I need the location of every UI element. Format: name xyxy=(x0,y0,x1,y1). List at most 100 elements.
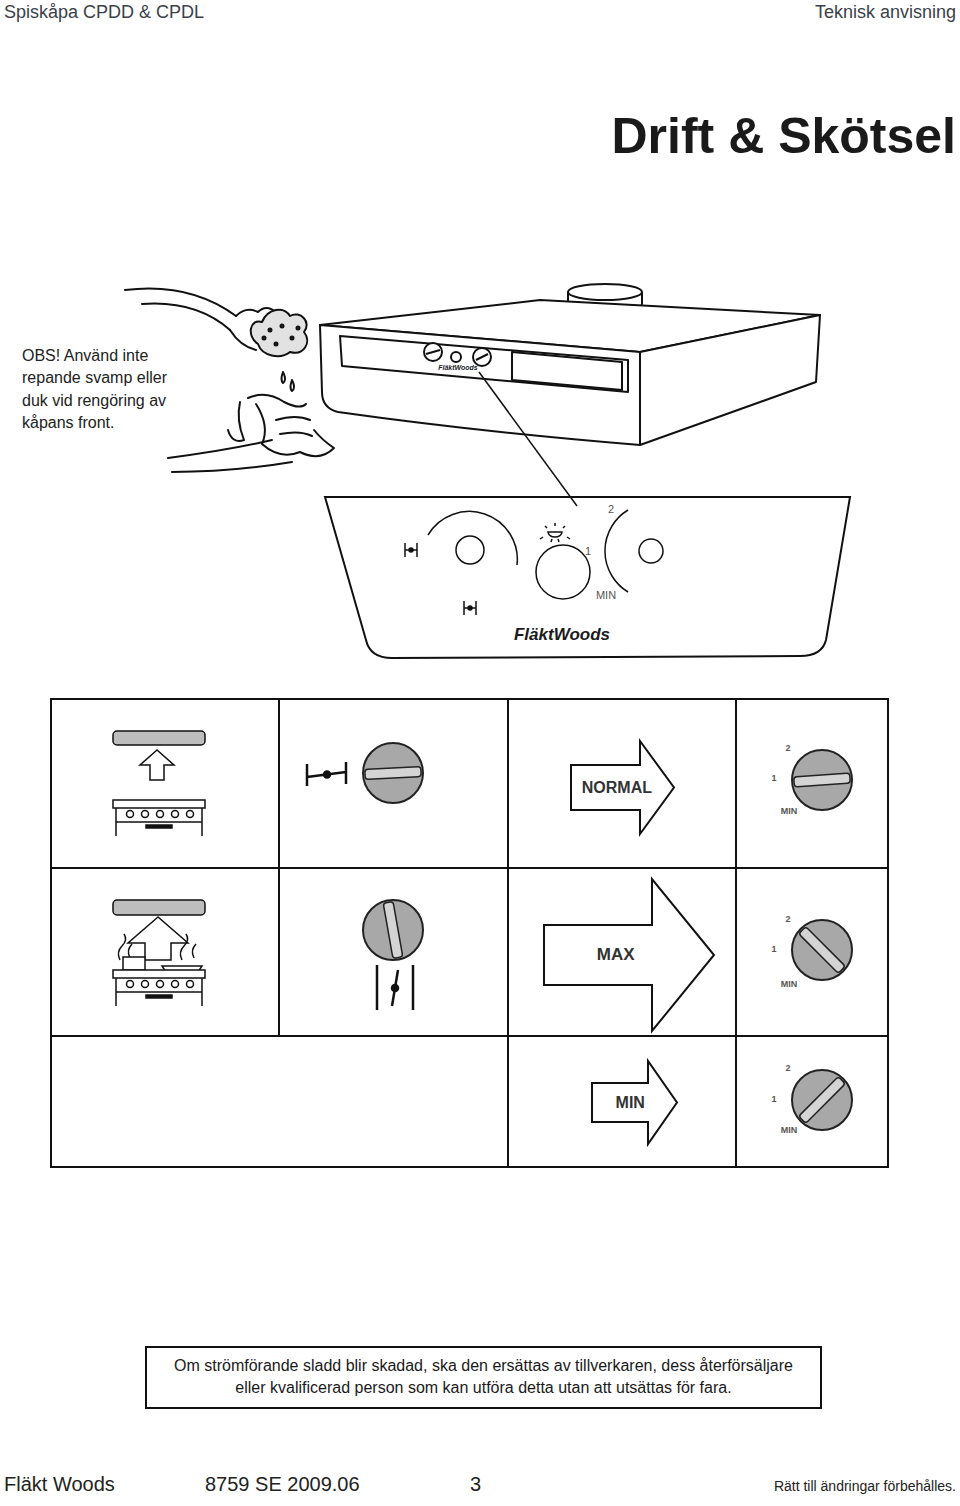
header-text: Spiskåpa CPDD & CPDL xyxy=(4,2,204,24)
control-panel-part xyxy=(325,497,850,658)
hood-stove-icon-part xyxy=(113,800,205,808)
footer-text: Rätt till ändringar förbehålles. xyxy=(774,1478,956,1495)
brand-logo: FläktWoods xyxy=(514,625,610,645)
hood-stove-icon-part-part xyxy=(127,811,134,818)
dial-mark: 2 xyxy=(785,914,790,925)
notice-text: Om strömförande sladd blir skadad, ska d… xyxy=(159,1355,808,1400)
control-panel-part xyxy=(428,511,517,565)
hood-stove-icon-part xyxy=(113,731,205,745)
dial-mark: MIN xyxy=(781,979,798,990)
hood-stove-icon-part xyxy=(146,825,172,828)
control-panel-part xyxy=(405,543,417,557)
hood-stove-icon-part-part xyxy=(187,811,194,818)
dial-mark: MIN xyxy=(781,1125,798,1136)
hands-illustration-part xyxy=(248,395,312,436)
control-panel-part xyxy=(540,523,570,542)
control-panel-part xyxy=(605,510,628,592)
hood-stove-icon-part xyxy=(140,750,174,780)
hood-stove-icon-part-part xyxy=(157,811,164,818)
dial-part xyxy=(363,743,423,803)
hood-illustration-part xyxy=(424,343,491,366)
table-grid-part xyxy=(51,699,888,1167)
hood-illustration-part-part xyxy=(451,352,461,362)
dial-mark: 2 xyxy=(785,743,790,754)
arrow-shape: MAX xyxy=(543,878,715,1032)
dial-part xyxy=(792,920,852,980)
switch-symbol-part xyxy=(307,762,346,786)
table-grid xyxy=(51,699,888,1167)
hood-stove-icon-part-part xyxy=(172,981,179,988)
hood-stove-icon-part xyxy=(113,970,205,978)
hood-illustration-part xyxy=(640,315,820,445)
dial-mark: 2 xyxy=(785,1063,790,1074)
hands-illustration-part xyxy=(291,380,295,391)
dial-mark: 1 xyxy=(771,1094,776,1105)
switch-symbol xyxy=(377,965,413,1010)
table-grid-part xyxy=(51,868,888,1036)
dial-mark: 1 xyxy=(585,545,591,558)
hood-stove-icon-part-part xyxy=(187,981,194,988)
control-panel-part xyxy=(536,545,590,599)
leader-line xyxy=(479,372,577,506)
hood-stove-icon-part-part xyxy=(157,981,164,988)
hood-illustration xyxy=(320,284,820,506)
arrow-label: MIN xyxy=(616,1093,645,1112)
hands-illustration-part xyxy=(297,327,300,330)
hood-illustration-part xyxy=(426,350,488,360)
dial xyxy=(792,1070,852,1130)
hands-illustration-part xyxy=(168,440,272,458)
dial-mark: MIN xyxy=(781,806,798,817)
hands-illustration-part xyxy=(282,372,286,383)
hood-stove-icon-part xyxy=(127,981,194,988)
dial-part xyxy=(363,900,423,960)
hands-illustration-part xyxy=(256,404,334,456)
switch-symbol xyxy=(307,762,346,786)
arrow-label: MAX xyxy=(597,945,635,965)
switch-symbol-part xyxy=(377,965,413,1010)
control-panel-part xyxy=(409,548,413,552)
dial xyxy=(792,750,852,810)
dial-part xyxy=(383,902,403,959)
hood-stove-icon-part xyxy=(118,934,196,960)
hood-stove-icon-part xyxy=(113,900,205,915)
dial-mark: 2 xyxy=(608,503,614,516)
control-panel-part xyxy=(639,539,663,563)
control-panel-part xyxy=(456,536,484,564)
hood-stove-icon-part-part xyxy=(127,981,134,988)
switch-symbol-part xyxy=(392,985,398,991)
hood-stove-icon-part xyxy=(123,957,145,970)
hands-illustration-part xyxy=(269,329,272,332)
dial-part xyxy=(794,773,851,787)
dial-part xyxy=(799,927,846,974)
arrow-label: NORMAL xyxy=(582,778,652,797)
footer-text: 8759 SE 2009.06 xyxy=(205,1472,360,1496)
hood-stove-icon xyxy=(113,900,205,1006)
dial-mark: MIN xyxy=(596,589,616,602)
notice-box: Om strömförande sladd blir skadad, ska d… xyxy=(145,1346,822,1409)
control-panel xyxy=(325,497,850,658)
hood-stove-icon-part-part xyxy=(172,811,179,818)
dial xyxy=(363,900,423,960)
control-panel-part xyxy=(548,532,562,537)
hands-illustration-part xyxy=(291,337,294,340)
header-text: Teknisk anvisning xyxy=(815,2,956,24)
hands-illustration-part xyxy=(172,462,292,472)
page-title: Drift & Skötsel xyxy=(611,106,956,166)
hood-stove-icon-part xyxy=(116,808,202,836)
control-panel-part xyxy=(468,606,472,610)
arrow-outline-path xyxy=(544,879,714,1031)
dial-part xyxy=(365,767,421,780)
hood-stove-icon-part xyxy=(146,995,172,998)
switch-symbol-part xyxy=(324,772,330,778)
hood-illustration-part xyxy=(340,336,628,392)
footer-text: Fläkt Woods xyxy=(4,1472,115,1496)
brand-logo: FläktWoods xyxy=(438,364,478,372)
hood-illustration-part xyxy=(568,284,642,300)
dial-part xyxy=(792,1070,852,1130)
dial xyxy=(363,743,423,803)
hands-illustration-part xyxy=(263,337,266,340)
page-number: 3 xyxy=(470,1472,481,1496)
hood-illustration-part xyxy=(512,352,622,390)
dial-part xyxy=(799,1077,846,1124)
